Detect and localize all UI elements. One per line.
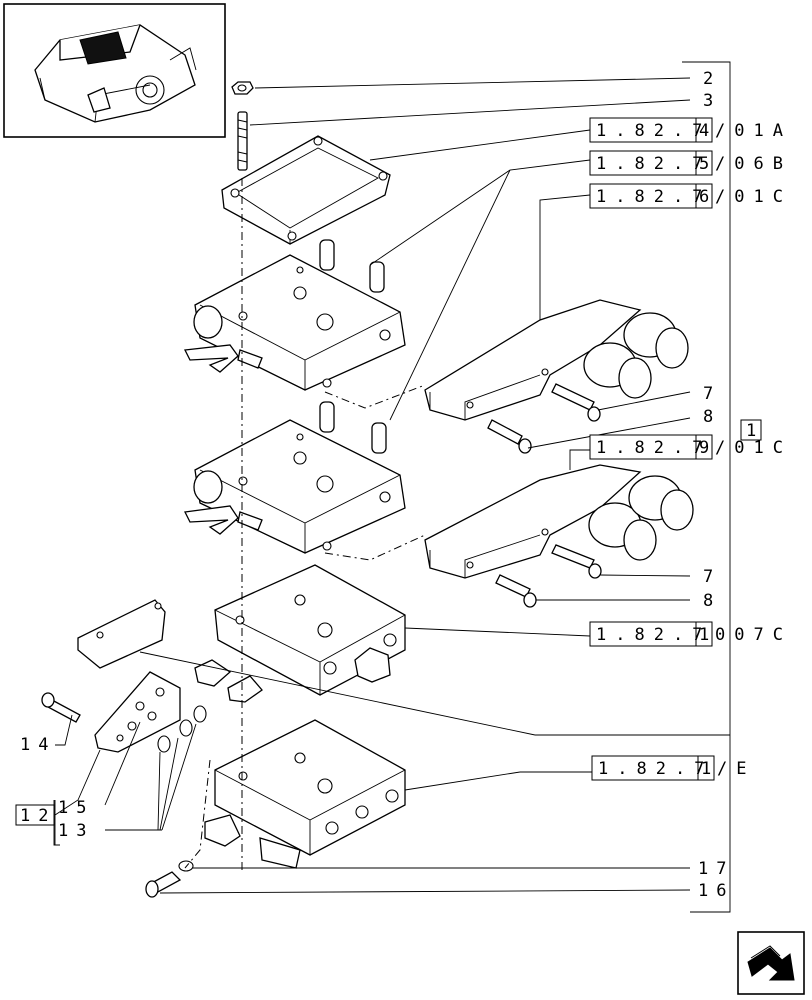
callout-16: 16 <box>698 881 734 901</box>
callout-12: 12 <box>20 806 56 826</box>
svg-text:4: 4 <box>699 121 709 141</box>
seal-ring-17[interactable] <box>178 860 194 872</box>
ref-label-4[interactable]: 1.82.7 9 /01C <box>589 434 792 460</box>
svg-text:1.82.7: 1.82.7 <box>596 187 711 207</box>
control-valve-section-3[interactable] <box>194 564 406 703</box>
bolt-8-lower[interactable] <box>495 574 537 608</box>
coupler-manifold-upper[interactable] <box>424 299 689 421</box>
svg-text:/06B: /06B <box>715 154 792 174</box>
ref-label-5[interactable]: 1.82.7 1 007C <box>589 621 792 647</box>
svg-text:/01C: /01C <box>715 438 792 458</box>
svg-text:1.82.7: 1.82.7 <box>598 759 713 779</box>
callout-8-lower: 8 <box>703 591 713 611</box>
svg-text:/01C: /01C <box>715 187 792 207</box>
ref-label-2[interactable]: 1.82.7 5 /06B <box>589 150 792 176</box>
svg-text:1.82.7: 1.82.7 <box>596 438 711 458</box>
screw-14[interactable] <box>41 692 81 723</box>
svg-text:/E: /E <box>717 759 755 779</box>
ref-label-3[interactable]: 1.82.7 6 /01C <box>589 183 792 209</box>
callout-13: 13 <box>58 821 94 841</box>
ref-label-1[interactable]: 1.82.7 4 /01A <box>589 117 792 143</box>
svg-text:1.82.7: 1.82.7 <box>596 625 711 645</box>
ref-label-6[interactable]: 1.82.7 1 /E <box>591 755 755 781</box>
coupler-manifold-lower[interactable] <box>424 464 694 579</box>
next-page-arrow-icon[interactable] <box>737 931 805 995</box>
assembly-center-lines <box>184 178 426 870</box>
control-valve-section-2[interactable] <box>184 401 406 554</box>
callout-7-lower: 7 <box>703 567 713 587</box>
svg-text:007C: 007C <box>715 625 792 645</box>
gasket-plate[interactable] <box>94 671 181 753</box>
callout-1-box <box>740 419 762 441</box>
callout-17: 17 <box>698 859 734 879</box>
callout-3: 3 <box>703 91 713 111</box>
bolt-8-upper[interactable] <box>487 419 532 454</box>
group-bracket <box>682 61 731 913</box>
svg-text:1: 1 <box>699 625 709 645</box>
callout-15: 15 <box>58 798 94 818</box>
leader-lines <box>54 77 730 894</box>
svg-text:1.82.7: 1.82.7 <box>596 121 711 141</box>
plug-16[interactable] <box>145 871 182 898</box>
bolt-7-lower[interactable] <box>551 544 602 579</box>
svg-text:5: 5 <box>699 154 709 174</box>
nut-part[interactable] <box>231 81 254 95</box>
bolt-7-upper[interactable] <box>551 383 601 422</box>
control-valve-section-1[interactable] <box>184 239 406 391</box>
callout-14: 14 <box>20 735 56 755</box>
stud-part[interactable] <box>237 111 248 171</box>
o-rings-13[interactable] <box>157 705 207 753</box>
inlet-section[interactable] <box>204 719 406 869</box>
valve-assembly-thumbnail[interactable] <box>3 3 226 138</box>
callout-7-upper: 7 <box>703 384 713 404</box>
svg-text:6: 6 <box>699 187 709 207</box>
svg-text:1: 1 <box>701 759 711 779</box>
cover-plate[interactable] <box>221 135 391 245</box>
svg-text:1.82.7: 1.82.7 <box>596 154 711 174</box>
callout-8-upper: 8 <box>703 407 713 427</box>
callout-1: 1 <box>746 421 756 441</box>
svg-text:/01A: /01A <box>715 121 792 141</box>
mounting-plate[interactable] <box>77 599 166 669</box>
callout-2: 2 <box>703 69 713 89</box>
svg-text:9: 9 <box>699 438 709 458</box>
